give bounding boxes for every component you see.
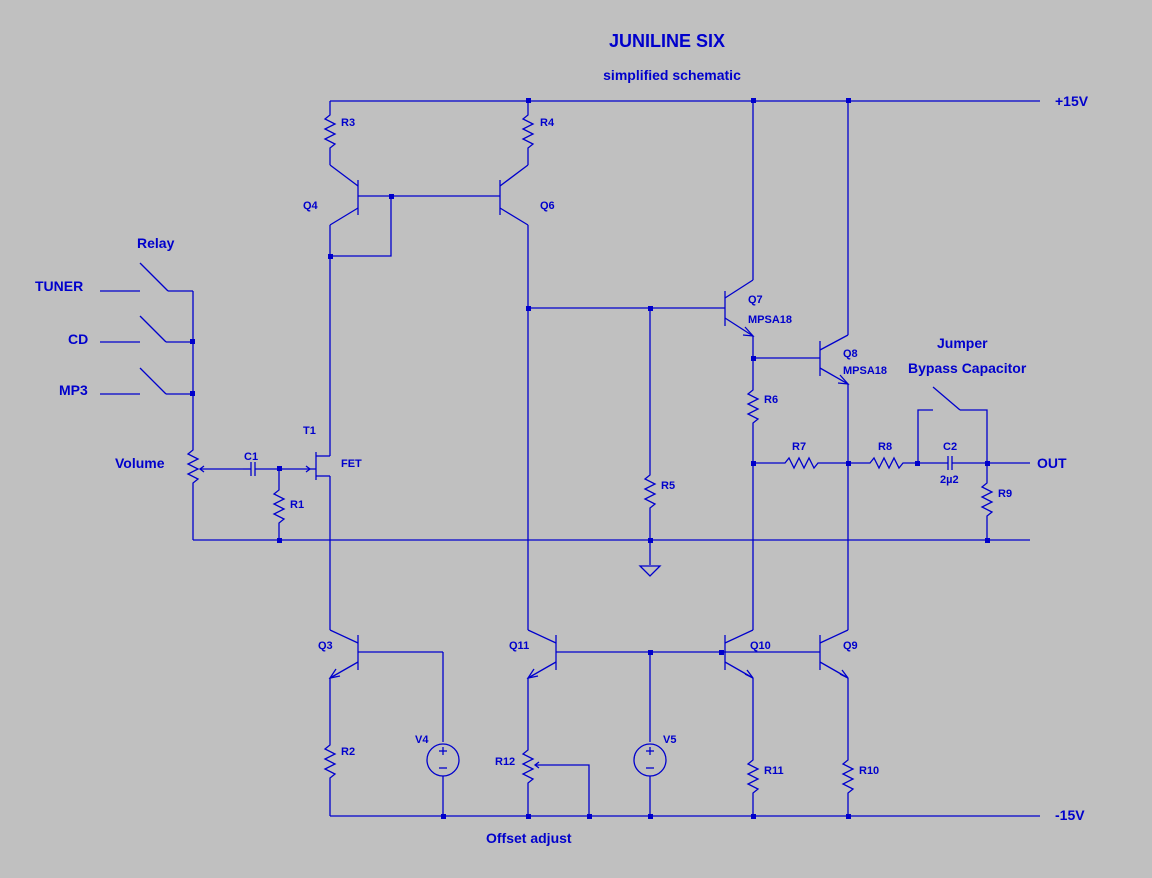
q8-label: Q8 — [843, 348, 858, 360]
negative-rail: -15V — [330, 807, 1085, 823]
resistor-r10: R10 — [841, 678, 879, 819]
q4-label: Q4 — [303, 200, 319, 212]
c2-value-label: 2µ2 — [940, 474, 959, 486]
q10-label: Q10 — [750, 640, 771, 652]
jumper-bypass: Jumper Bypass Capacitor — [908, 335, 1027, 463]
resistor-r2: R2 — [323, 678, 355, 816]
volume-potentiometer: Volume — [115, 445, 243, 540]
r6-label: R6 — [764, 394, 778, 406]
input-selector: Relay TUNER CD MP3 — [35, 235, 195, 445]
resistor-r6: R6 — [746, 385, 778, 630]
transistor-q3: Q3 — [318, 476, 444, 742]
schematic-title: JUNILINE SIX — [609, 31, 725, 51]
fet-t1: T1 FET — [303, 425, 362, 480]
r9-label: R9 — [998, 488, 1012, 500]
t1-type-label: FET — [341, 458, 362, 470]
q9-label: Q9 — [843, 640, 858, 652]
volume-label: Volume — [115, 455, 165, 471]
bypass-capacitor-label: Bypass Capacitor — [908, 360, 1027, 376]
r8-label: R8 — [878, 441, 892, 453]
q7-type-label: MPSA18 — [748, 314, 792, 326]
ground-symbol — [638, 565, 662, 577]
positive-rail-label: +15V — [1055, 93, 1089, 109]
resistor-r11: R11 — [746, 678, 784, 819]
output-label: OUT — [1037, 455, 1067, 471]
resistor-r1: R1 — [272, 469, 304, 543]
v5-label: V5 — [663, 734, 676, 746]
offset-potentiometer-r12: R12 Offset adjust — [486, 678, 592, 846]
capacitor-c2: C2 2µ2 — [918, 441, 1030, 486]
q6-label: Q6 — [540, 200, 555, 212]
q8-type-label: MPSA18 — [843, 365, 887, 377]
r11-label: R11 — [764, 765, 784, 777]
relay-label: Relay — [137, 235, 175, 251]
resistor-r4: R4 — [521, 98, 555, 165]
r7-label: R7 — [792, 441, 806, 453]
transistor-q7: Q7 MPSA18 — [724, 98, 792, 385]
voltage-source-v5: V5 — [633, 652, 676, 819]
resistor-r9: R9 — [980, 463, 1012, 543]
mp3-label: MP3 — [59, 382, 88, 398]
resistor-r3: R3 — [323, 101, 355, 165]
voltage-source-v4: V4 — [415, 734, 460, 819]
q7-label: Q7 — [748, 294, 763, 306]
r1-label: R1 — [290, 499, 304, 511]
c1-label: C1 — [244, 451, 258, 463]
transistor-q10: Q10 — [724, 629, 820, 679]
capacitor-c1: C1 — [243, 451, 310, 476]
r12-label: R12 — [495, 756, 515, 768]
r2-label: R2 — [341, 746, 355, 758]
transistor-q8: Q8 MPSA18 — [753, 98, 887, 630]
jumper-label: Jumper — [937, 335, 988, 351]
t1-label: T1 — [303, 425, 316, 437]
tuner-label: TUNER — [35, 278, 83, 294]
r3-label: R3 — [341, 117, 355, 129]
r4-label: R4 — [540, 117, 555, 129]
cd-label: CD — [68, 331, 88, 347]
resistor-r5: R5 — [526, 306, 725, 565]
positive-rail: +15V — [330, 93, 1089, 109]
q11-label: Q11 — [509, 640, 529, 652]
transistor-q6: Q6 — [391, 164, 555, 630]
resistor-r8: R8 — [848, 441, 920, 470]
resistor-r7: R7 — [753, 441, 851, 470]
schematic-subtitle: simplified schematic — [603, 67, 741, 83]
v4-label: V4 — [415, 734, 429, 746]
c2-label: C2 — [943, 441, 957, 453]
q3-label: Q3 — [318, 640, 333, 652]
transistor-q9: Q9 — [819, 629, 858, 679]
offset-adjust-label: Offset adjust — [486, 830, 572, 846]
transistor-q4: Q4 — [303, 164, 394, 456]
negative-rail-label: -15V — [1055, 807, 1085, 823]
r10-label: R10 — [859, 765, 879, 777]
transistor-q11: Q11 — [509, 629, 725, 679]
r5-label: R5 — [661, 480, 675, 492]
